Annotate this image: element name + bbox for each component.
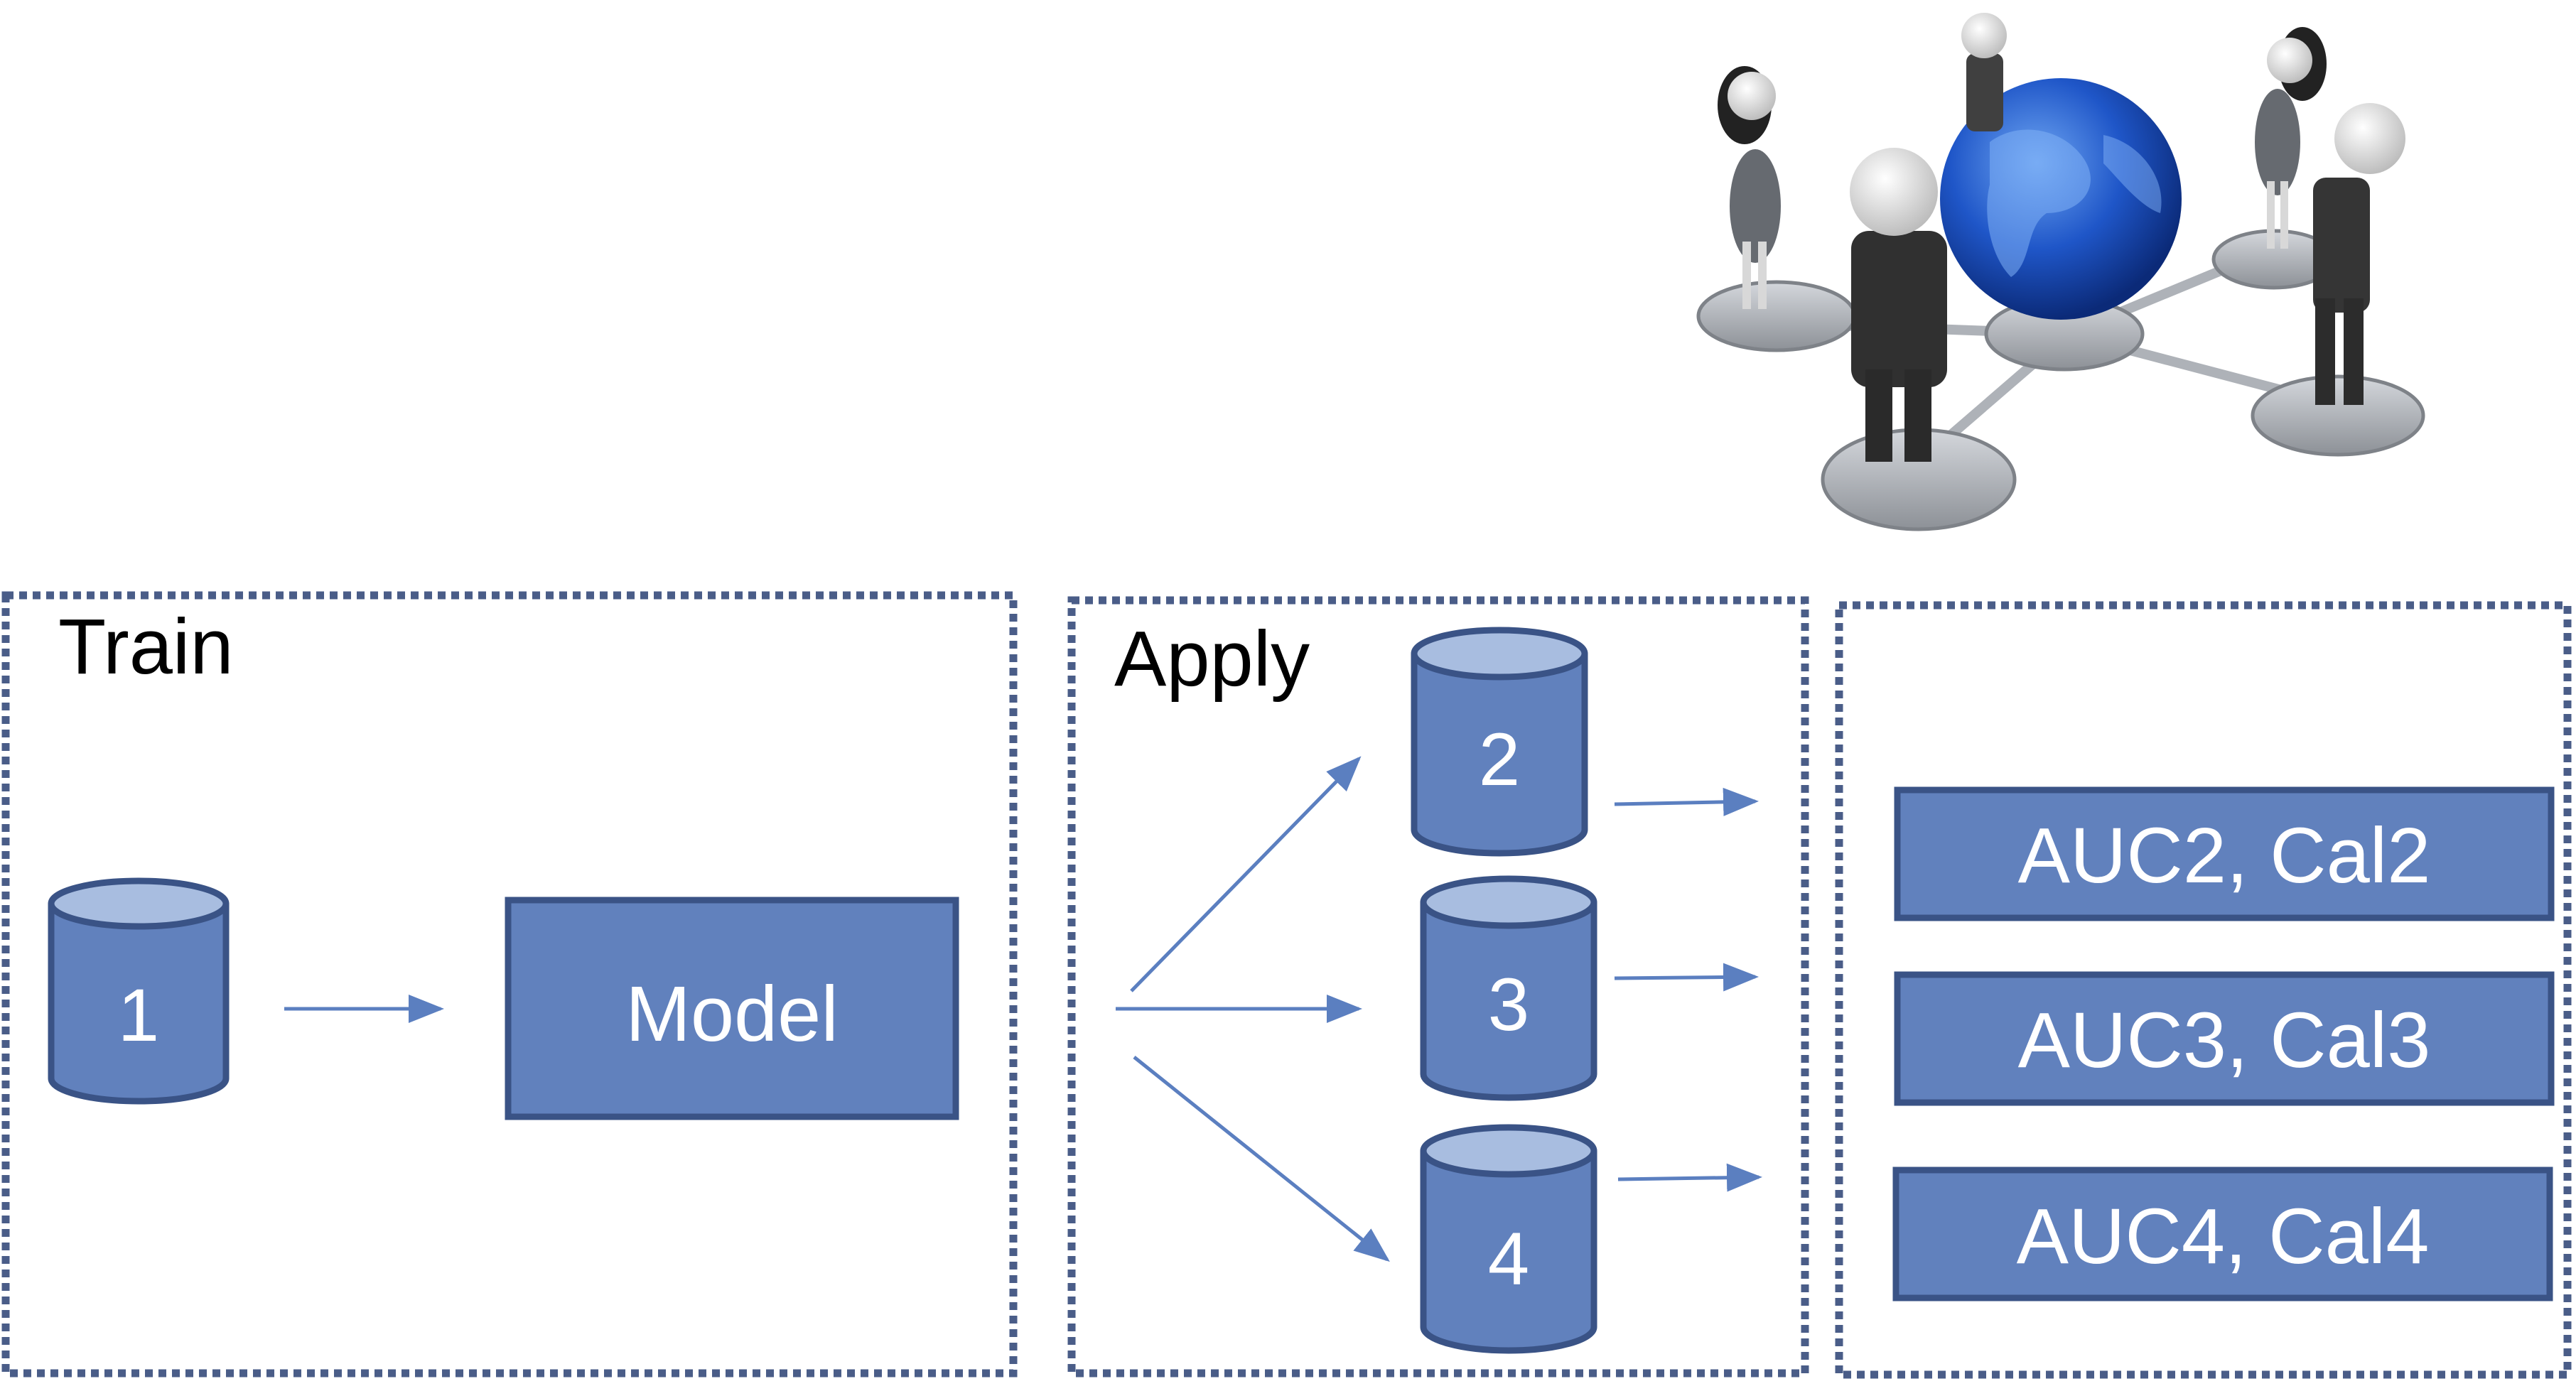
apply-panel [1067,596,1809,1378]
database-1-cylinder: 1 [48,877,230,1105]
result-3-label: AUC3, Cal3 [2018,997,2431,1084]
database-2-label: 2 [1479,718,1520,801]
result-box-2: AUC2, Cal2 [1894,786,2555,921]
model-label: Model [625,970,839,1058]
database-1-label: 1 [118,974,159,1057]
database-3-cylinder: 3 [1420,875,1597,1101]
arrow-db3-out [1614,963,1759,992]
train-title: Train [58,603,234,691]
arrow-db2-out [1614,787,1759,816]
arrow-db4-out [1617,1163,1762,1192]
model-box: Model [505,897,959,1120]
apply-title: Apply [1114,615,1310,703]
arrow-to-db2 [1130,756,1362,992]
database-4-label: 4 [1488,1218,1529,1301]
result-2-label: AUC2, Cal2 [2018,812,2431,899]
arrow-to-db4 [1133,1056,1390,1262]
result-box-3: AUC3, Cal3 [1894,971,2555,1106]
database-3-label: 3 [1488,963,1529,1046]
results-panel [1835,601,2572,1379]
result-box-4: AUC4, Cal4 [1892,1167,2553,1301]
train-panel [1,591,1018,1378]
result-4-label: AUC4, Cal4 [2017,1193,2430,1280]
database-4-cylinder: 4 [1420,1124,1597,1354]
network-people-globe-icon [1696,13,2425,531]
database-2-cylinder: 2 [1411,627,1588,857]
